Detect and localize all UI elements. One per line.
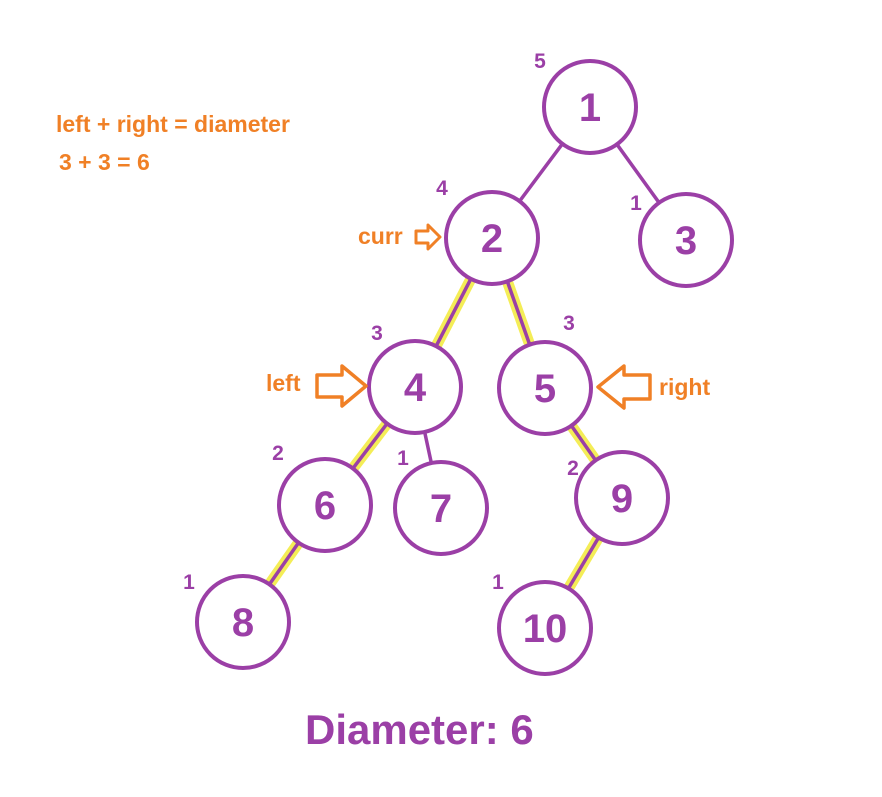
node-circle-2	[444, 190, 540, 286]
tree-node-1: 15	[534, 50, 638, 155]
node-label-8: 8	[232, 601, 254, 645]
diameter-result: Diameter: 6	[305, 706, 534, 753]
node-circle-5	[497, 340, 593, 436]
node-height-10: 1	[492, 571, 504, 594]
node-circle-4	[367, 339, 463, 435]
edge-4-6	[349, 420, 391, 472]
edge-6-8	[266, 539, 302, 588]
tree-node-5: 53	[497, 312, 593, 436]
node-height-1: 5	[534, 50, 546, 73]
formula-line-2: 3 + 3 = 6	[59, 149, 150, 175]
curr-pointer-label: curr	[358, 223, 403, 249]
node-label-5: 5	[534, 367, 556, 411]
edge-5-9	[568, 422, 599, 464]
node-circle-3	[638, 192, 734, 288]
node-height-2: 4	[436, 177, 448, 200]
node-circle-8	[195, 574, 291, 670]
node-circle-1	[542, 59, 638, 155]
node-circle-7	[393, 460, 489, 556]
node-label-10: 10	[523, 607, 568, 651]
edge-4-7	[422, 428, 434, 467]
node-label-1: 1	[579, 86, 601, 130]
edge-1-3	[614, 140, 662, 207]
right-pointer-label: right	[659, 374, 710, 400]
edge-9-10	[565, 534, 602, 592]
node-height-8: 1	[183, 571, 195, 594]
tree-node-3: 31	[630, 192, 734, 288]
node-height-3: 1	[630, 192, 642, 215]
tree-node-6: 62	[272, 442, 373, 553]
node-circle-6	[277, 457, 373, 553]
node-circle-10	[497, 580, 593, 676]
edge-1-2	[516, 140, 566, 205]
node-height-7: 1	[397, 447, 409, 470]
node-label-7: 7	[430, 487, 452, 531]
node-height-5: 3	[563, 312, 575, 335]
node-label-2: 2	[481, 217, 503, 261]
tree-node-4: 43	[367, 322, 463, 435]
node-label-9: 9	[611, 477, 633, 521]
node-circle-9	[574, 450, 670, 546]
tree-node-9: 92	[567, 450, 670, 546]
right-arrow-icon	[596, 364, 652, 410]
left-arrow-icon	[315, 364, 368, 408]
node-label-6: 6	[314, 484, 336, 528]
node-height-6: 2	[272, 442, 284, 465]
left-pointer-label: left	[266, 370, 301, 396]
edge-2-4	[433, 275, 474, 350]
edge-2-5	[504, 277, 533, 349]
tree-node-8: 81	[183, 571, 291, 670]
node-height-4: 3	[371, 322, 383, 345]
edge-layer	[266, 140, 662, 592]
tree-node-10: 10 1	[492, 571, 593, 676]
node-height-9: 2	[567, 457, 579, 480]
tree-node-7: 71	[393, 447, 489, 556]
formula-line-1: left + right = diameter	[56, 111, 290, 137]
tree-node-2: 24	[436, 177, 540, 286]
node-label-4: 4	[404, 366, 427, 410]
curr-arrow-icon	[414, 223, 442, 251]
node-label-3: 3	[675, 219, 697, 263]
